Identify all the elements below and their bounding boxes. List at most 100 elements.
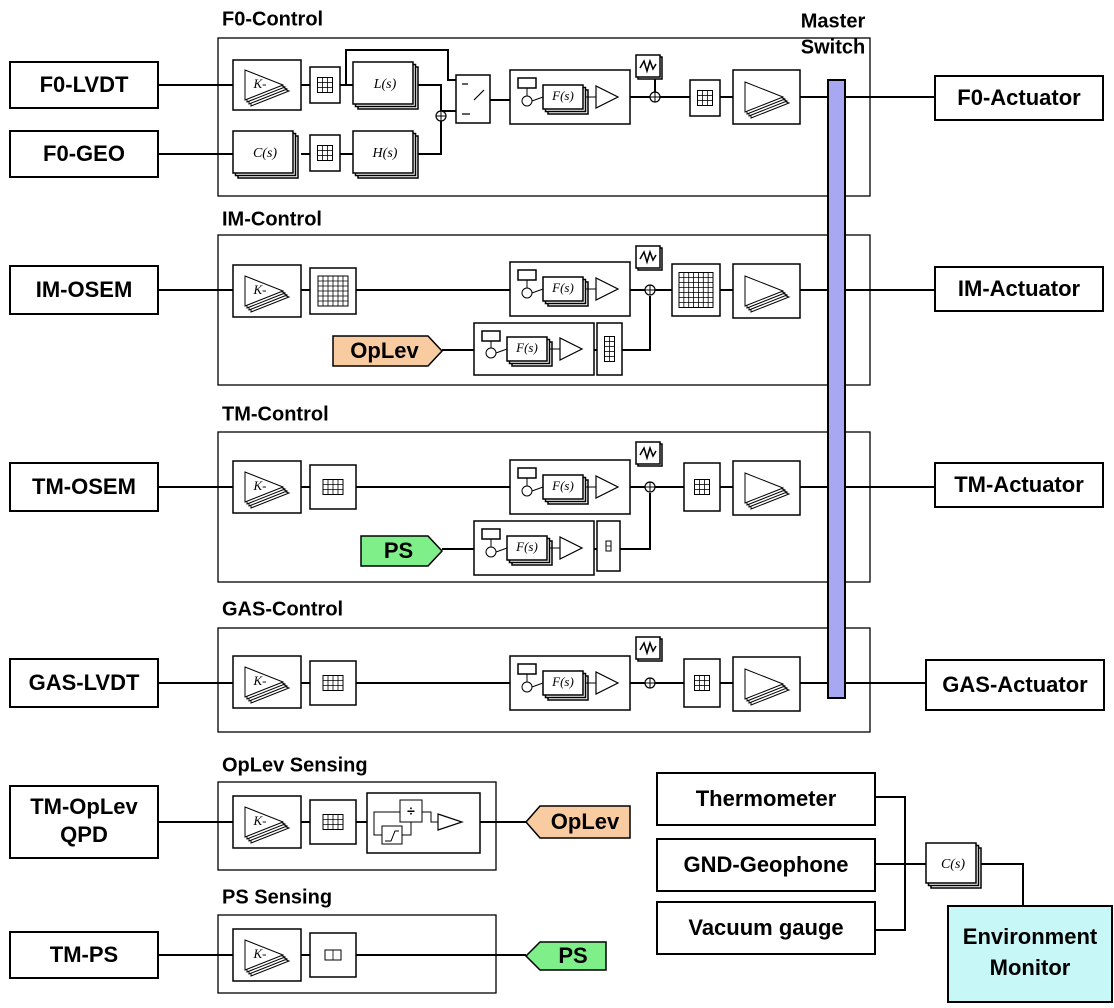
gain-triangle: [744, 472, 785, 504]
sum-cross: [650, 92, 660, 102]
gain-triangle: [244, 666, 285, 698]
sum-cross: [645, 678, 655, 688]
noise-icon: [639, 58, 657, 74]
gain-triangle: [744, 81, 785, 113]
noise-injection-block: [635, 441, 663, 467]
filter-module: F(s): [473, 520, 595, 576]
tm-ps-box-label: TM-PS: [50, 942, 118, 967]
matrix-block: [309, 66, 341, 104]
matrix-block: [309, 799, 357, 845]
offset-block: [481, 528, 501, 540]
section-title-ps_sensing: PS Sensing: [222, 886, 332, 908]
offset-block: [517, 77, 537, 89]
matrix-block: [309, 932, 357, 978]
gain-block: K-: [232, 264, 302, 318]
saturation-icon: [385, 830, 399, 842]
filter-module: F(s): [509, 655, 631, 711]
lowpass-block-layer: [352, 61, 414, 105]
master-switch-bar: [827, 79, 846, 699]
gain-text: K-: [253, 946, 267, 961]
sum-junction: [521, 287, 533, 299]
gas-actuator-box: [925, 659, 1105, 711]
matrix-block: [309, 267, 357, 315]
gain-block: K-: [232, 460, 302, 514]
matrix-grid: [694, 675, 710, 691]
filter-text: F(s): [515, 539, 538, 554]
matrix-grid: [694, 479, 710, 495]
wire: [495, 348, 508, 354]
filter-text: F(s): [551, 280, 574, 295]
master-switch-label-1: Master: [801, 10, 866, 32]
matrix-block: [309, 660, 357, 706]
lowpass-block: [352, 61, 419, 110]
f0-calibration-block: [232, 130, 299, 179]
oplev-tag-im: [332, 335, 444, 367]
gain-text: K-: [253, 282, 267, 297]
f0-actuator-box-label: F0-Actuator: [957, 85, 1081, 110]
geophone-box: [656, 838, 876, 892]
gain-triangle: [244, 69, 285, 101]
gain-block: [732, 656, 801, 712]
ps-tag-tm-text: PS: [384, 538, 413, 563]
thermometer-box-label: Thermometer: [696, 786, 837, 811]
noise-icon: [639, 249, 657, 265]
normalization-block: ÷: [366, 792, 481, 854]
highpass-block-layer: [352, 130, 414, 174]
oplev-tag-output: [525, 805, 631, 839]
wire: [531, 486, 544, 492]
sum-cross: [645, 482, 655, 492]
sum-junction: [485, 546, 497, 558]
gas-actuator-box-label: GAS-Actuator: [942, 672, 1088, 697]
sum-junction: [521, 485, 533, 497]
noise-icon: [639, 445, 657, 461]
sum-cross: [436, 111, 446, 121]
offset-block: [517, 269, 537, 281]
gain-block: K-: [232, 928, 302, 982]
normalization-gain: [437, 813, 464, 831]
sum-cross: [645, 285, 655, 295]
wire: [495, 547, 508, 553]
im-actuator-box-label: IM-Actuator: [958, 276, 1081, 301]
sum-junction: [485, 347, 497, 359]
gain-triangle: [744, 275, 785, 307]
offset-block: [481, 330, 501, 342]
f0-actuator-box: [934, 75, 1104, 121]
lowpass-block-text: L(s): [373, 77, 397, 92]
matrix-block: [683, 462, 721, 512]
environment-monitor-label-1: Environment: [963, 924, 1098, 949]
matrix-block: [309, 134, 341, 172]
noise-injection-block: [635, 245, 663, 271]
filter-text: F(s): [551, 478, 574, 493]
f0-lvdt-box: [9, 61, 159, 109]
offset-block: [517, 663, 537, 675]
matrix-block-frame: [309, 932, 357, 978]
section-title-gas: GAS-Control: [222, 598, 343, 620]
filter-text: F(s): [551, 88, 574, 103]
noise-injection-block: [635, 636, 663, 662]
highpass-block: [352, 130, 419, 179]
gain-triangle: [744, 668, 785, 700]
matrix-block: [683, 658, 721, 708]
matrix-block: [671, 263, 721, 317]
matrix-grid: [317, 77, 333, 93]
switch-icon: [462, 83, 485, 115]
ps-tag-output: [524, 941, 607, 971]
gain-block-frame: [232, 264, 302, 318]
environment-calibration-block-text: C(s): [941, 857, 965, 872]
matrix-block: [596, 322, 623, 376]
filter-module: F(s): [509, 459, 631, 515]
matrix-grid: [697, 90, 713, 106]
gain-triangle: [244, 806, 285, 838]
ps-tag-output-text: PS: [558, 943, 587, 968]
tm-actuator-box-label: TM-Actuator: [954, 472, 1084, 497]
matrix-block: [689, 79, 721, 117]
filter-module: F(s): [509, 69, 631, 125]
matrix-grid: [317, 145, 333, 161]
oplev-tag-output-text: OpLev: [551, 809, 620, 834]
section-title-tm: TM-Control: [222, 403, 329, 425]
filter-text: F(s): [515, 340, 538, 355]
matrix-block-frame: [689, 79, 721, 117]
environment-monitor-label-2: Monitor: [990, 955, 1071, 980]
f0-lvdt-box-label: F0-LVDT: [40, 72, 129, 97]
section-title-oplev_sensing: OpLev Sensing: [222, 754, 368, 776]
